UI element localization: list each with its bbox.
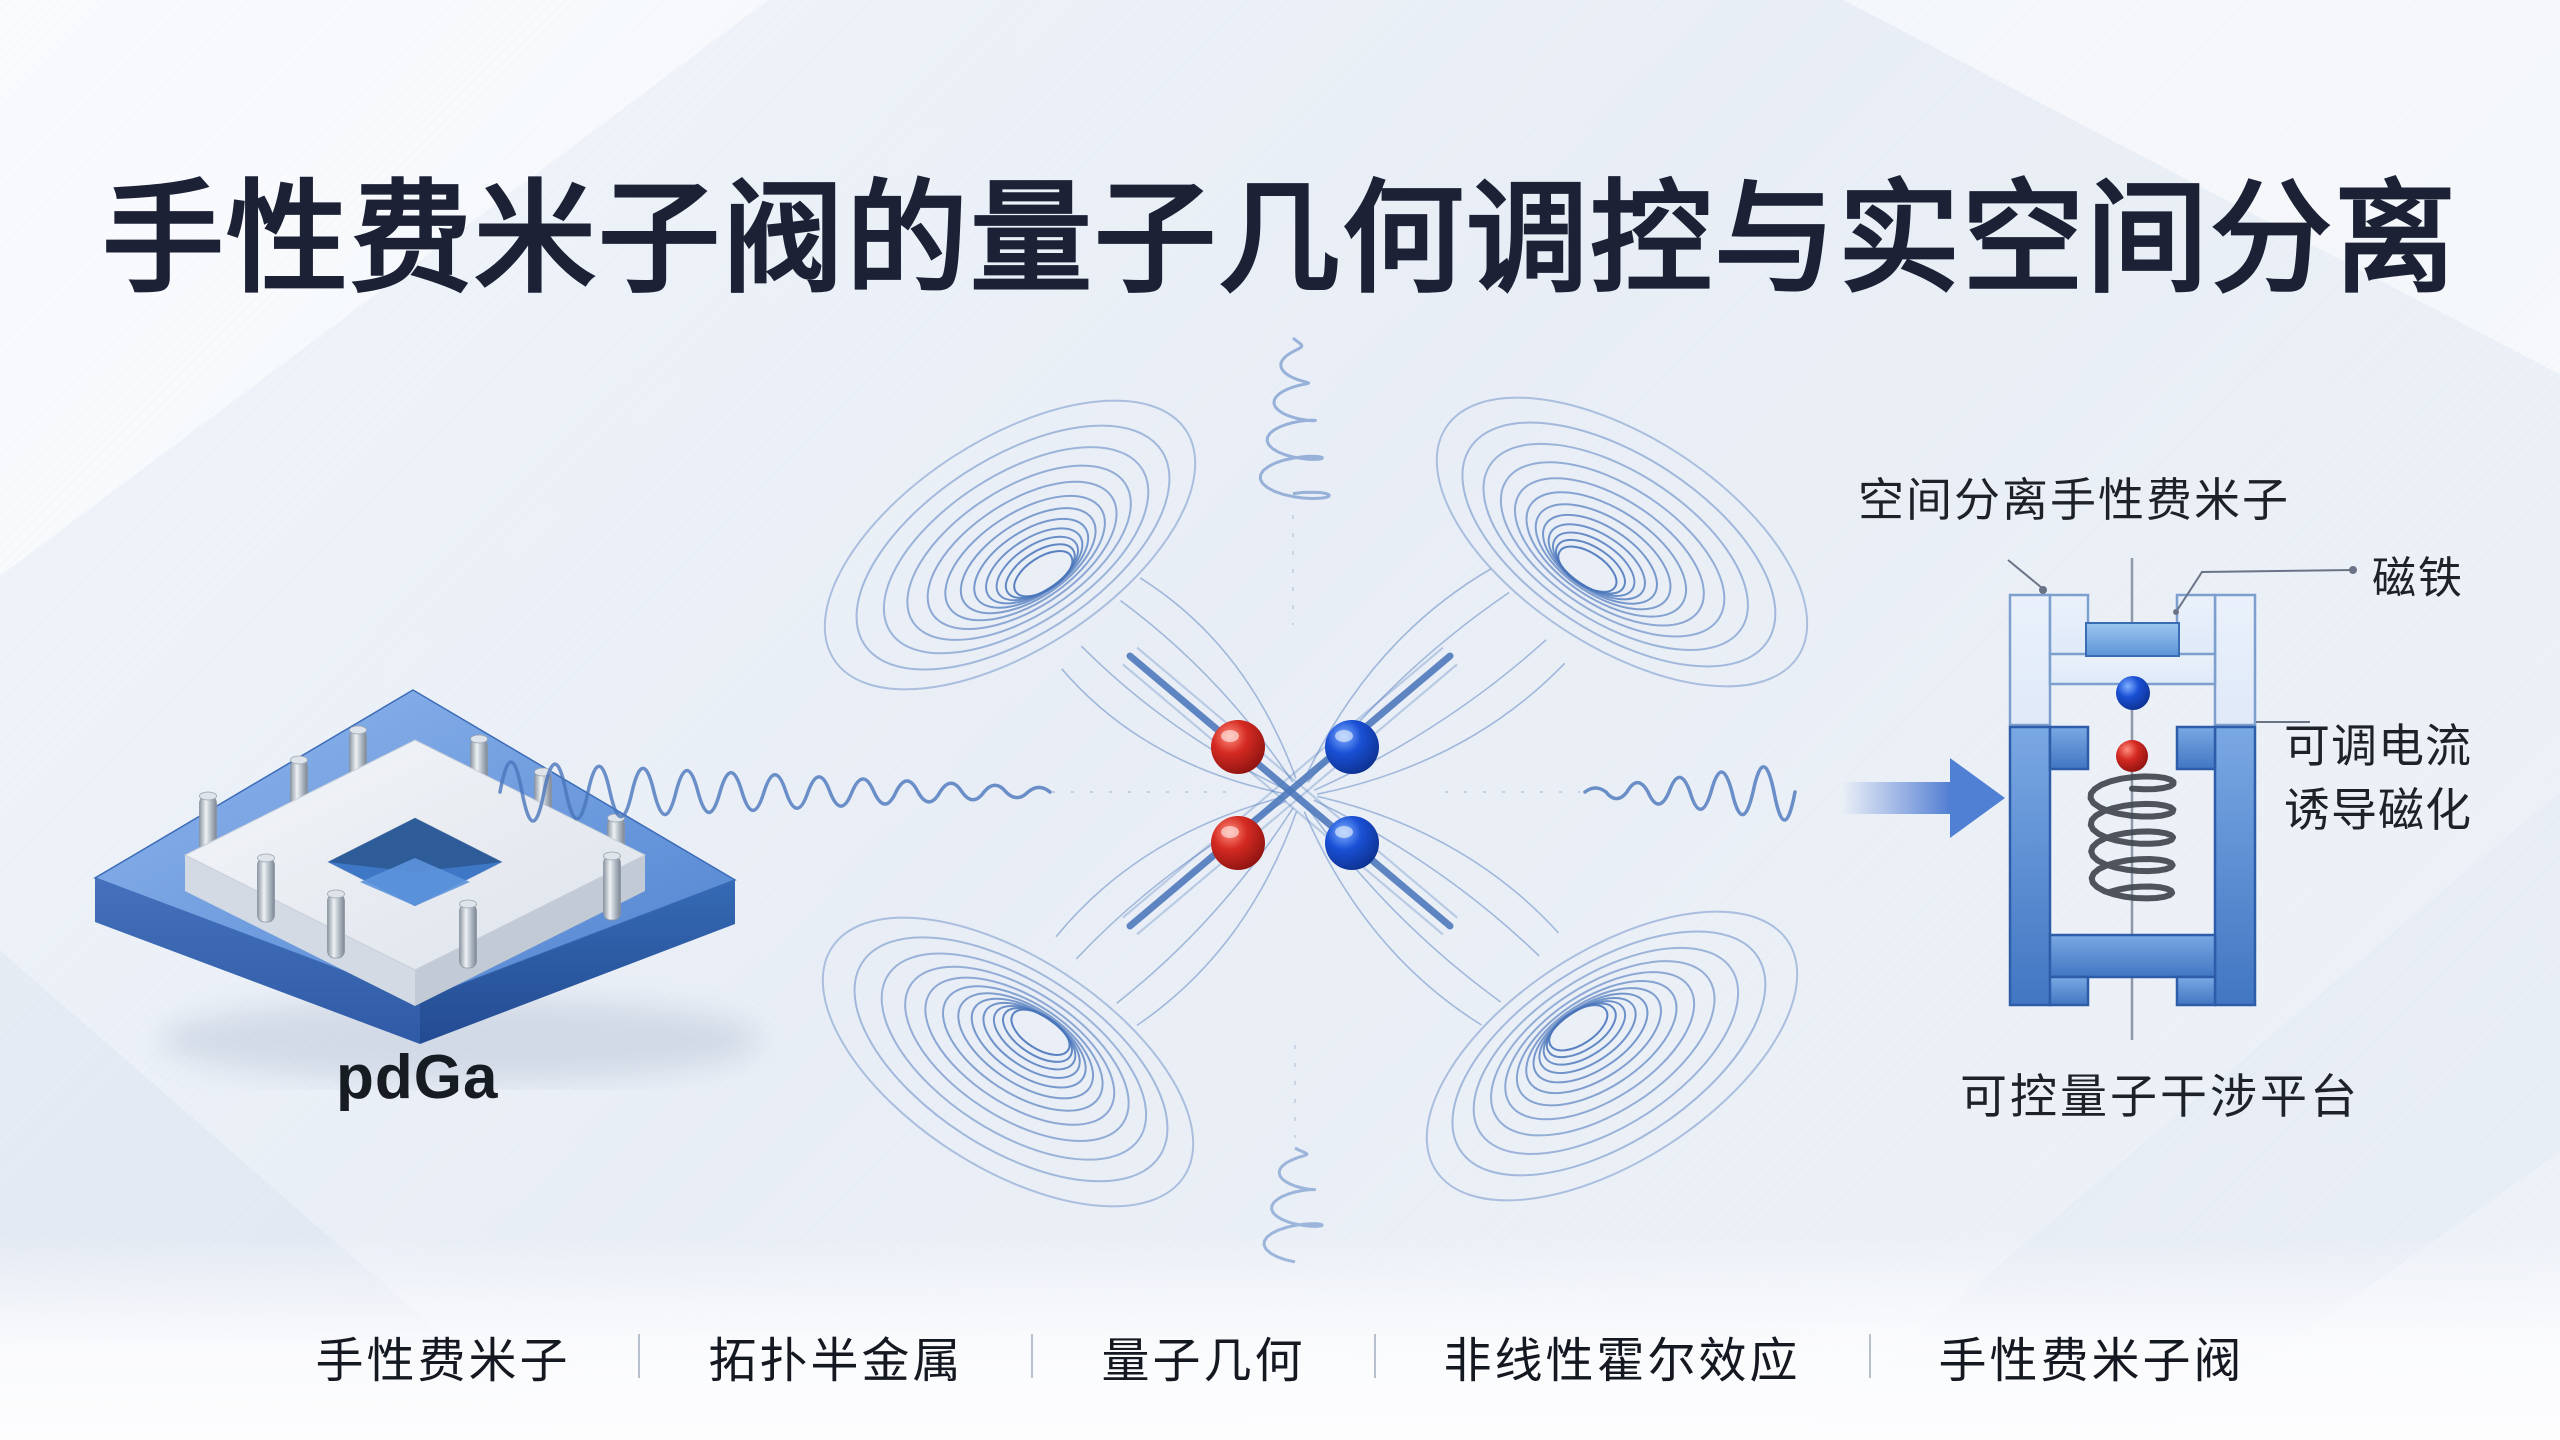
keyword-topological-semimetal: 拓扑半金属 [708,1335,964,1388]
label-tunable-current-line2: 诱导磁化 [2284,784,2472,836]
device-top-electrode [2008,593,2257,727]
vortex-red-sphere [1211,720,1265,774]
leader-lines [2007,559,2357,723]
chip-pins [257,851,621,969]
device-magnet-bar [2085,622,2180,657]
keyword-quantum-geometry: 量子几何 [1101,1335,1306,1388]
page-title: 手性费米子阀的量子几何调控与实空间分离 [102,171,2458,307]
label-separated-fermions: 空间分离手性费米子 [1858,474,2290,526]
label-quantum-platform: 可控量子干涉平台 [1960,1070,2360,1123]
keyword-separator [1868,1334,1871,1378]
keyword-fermion-valve: 手性费米子阀 [1938,1335,2245,1388]
label-magnet: 磁铁 [2372,554,2464,603]
keyword-chiral-fermion: 手性费米子 [315,1335,571,1388]
chip-shadow [160,998,760,1082]
chiral-spheres [1211,720,1379,870]
chip-caption: pdGa [336,1043,499,1112]
keyword-bar: 手性费米子 拓扑半金属 量子几何 非线性霍尔效应 手性费米子阀 [0,1320,2560,1392]
fermion-valve-device [2007,558,2357,1040]
device-red-fermion [2116,740,2148,772]
spring-coil [2087,773,2177,902]
keyword-separator [1031,1334,1034,1378]
keyword-nonlinear-hall: 非线性霍尔效应 [1443,1335,1801,1388]
vortex-red-sphere [1211,816,1265,870]
chip-ring [183,739,647,1006]
label-tunable-current-line1: 可调电流 [2284,720,2472,772]
pdga-chip-illustration [93,689,760,1082]
flow-arrow-icon [1842,758,2005,838]
vortex-art [498,336,1809,1264]
chiral-vortex-figure [498,336,1809,1264]
device-blue-fermion [2116,676,2150,710]
keyword-separator [638,1334,641,1378]
label-tunable-current: 可调电流 诱导磁化 [2278,714,2478,842]
keyword-separator [1373,1334,1376,1378]
vortex-blue-sphere [1325,720,1379,774]
vortex-blue-sphere [1325,816,1379,870]
device-bottom-electrode [2008,725,2257,1007]
